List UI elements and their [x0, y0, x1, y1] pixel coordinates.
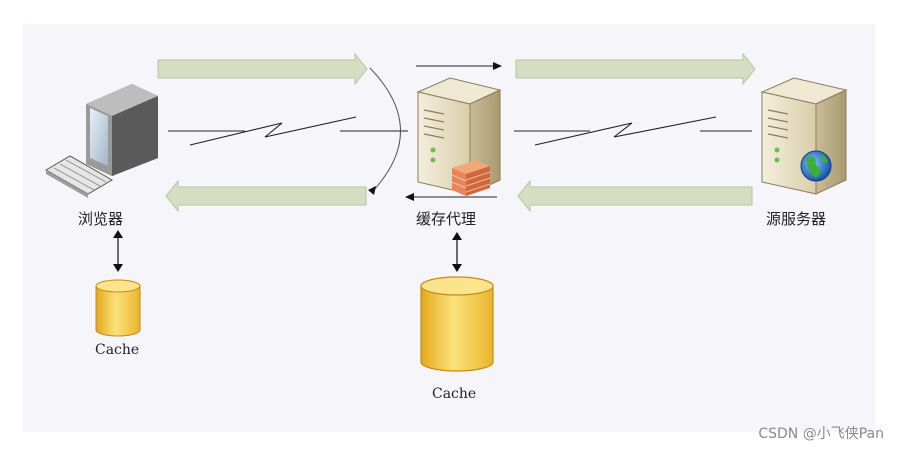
- browser-label: 浏览器: [78, 210, 124, 228]
- browser-cache-cylinder: [95, 279, 141, 337]
- response-arrow-proxy-to-browser: [165, 179, 367, 213]
- origin-server-icon: [760, 77, 848, 195]
- response-arrow-origin-to-proxy: [517, 179, 753, 213]
- request-arrow-proxy-to-origin: [515, 52, 756, 86]
- proxy-cache-label: Cache: [432, 386, 477, 402]
- network-link-left: [168, 116, 408, 146]
- watermark-text: CSDN @小飞侠Pan: [758, 426, 884, 442]
- origin-server-label: 源服务器: [766, 210, 827, 228]
- proxy-server-icon: [416, 77, 502, 196]
- request-arrow-browser-to-proxy: [157, 52, 368, 86]
- browser-cache-link: [113, 230, 123, 272]
- proxy-bottom-pointer: [405, 193, 497, 201]
- network-link-right: [514, 116, 752, 146]
- globe-icon: [800, 150, 832, 182]
- proxy-cache-cylinder: [420, 276, 494, 372]
- proxy-top-pointer: [416, 62, 502, 70]
- proxy-flow-curve: [368, 67, 401, 195]
- proxy-cache-link: [452, 232, 462, 272]
- computer-icon: [45, 84, 158, 198]
- browser-cache-label: Cache: [95, 342, 140, 358]
- proxy-label: 缓存代理: [416, 210, 477, 228]
